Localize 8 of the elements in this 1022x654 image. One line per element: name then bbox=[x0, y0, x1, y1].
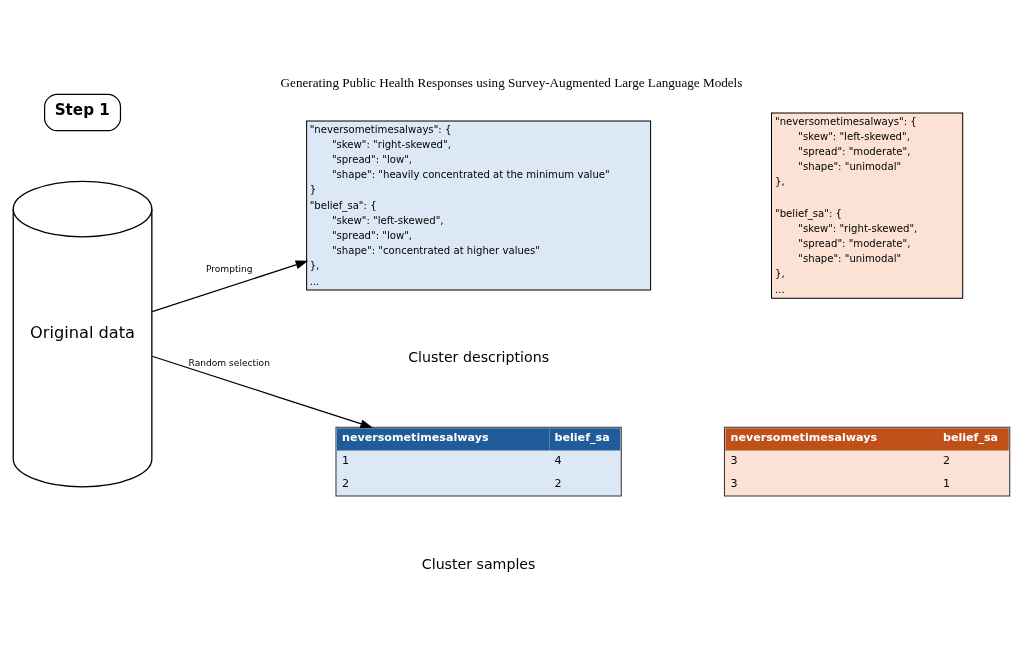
label: Cluster descriptions bbox=[407, 348, 549, 365]
diagram-title: Generating Public Health Responses using Survey-Augmented Large Language Models bbox=[280, 74, 742, 90]
edge-label: Prompting bbox=[205, 263, 253, 274]
arrow bbox=[151, 260, 308, 312]
edge-label: Random selection bbox=[188, 357, 270, 368]
node-box: Step 1 bbox=[43, 93, 121, 131]
label: Cluster samples bbox=[421, 554, 535, 571]
arrow bbox=[151, 355, 373, 428]
